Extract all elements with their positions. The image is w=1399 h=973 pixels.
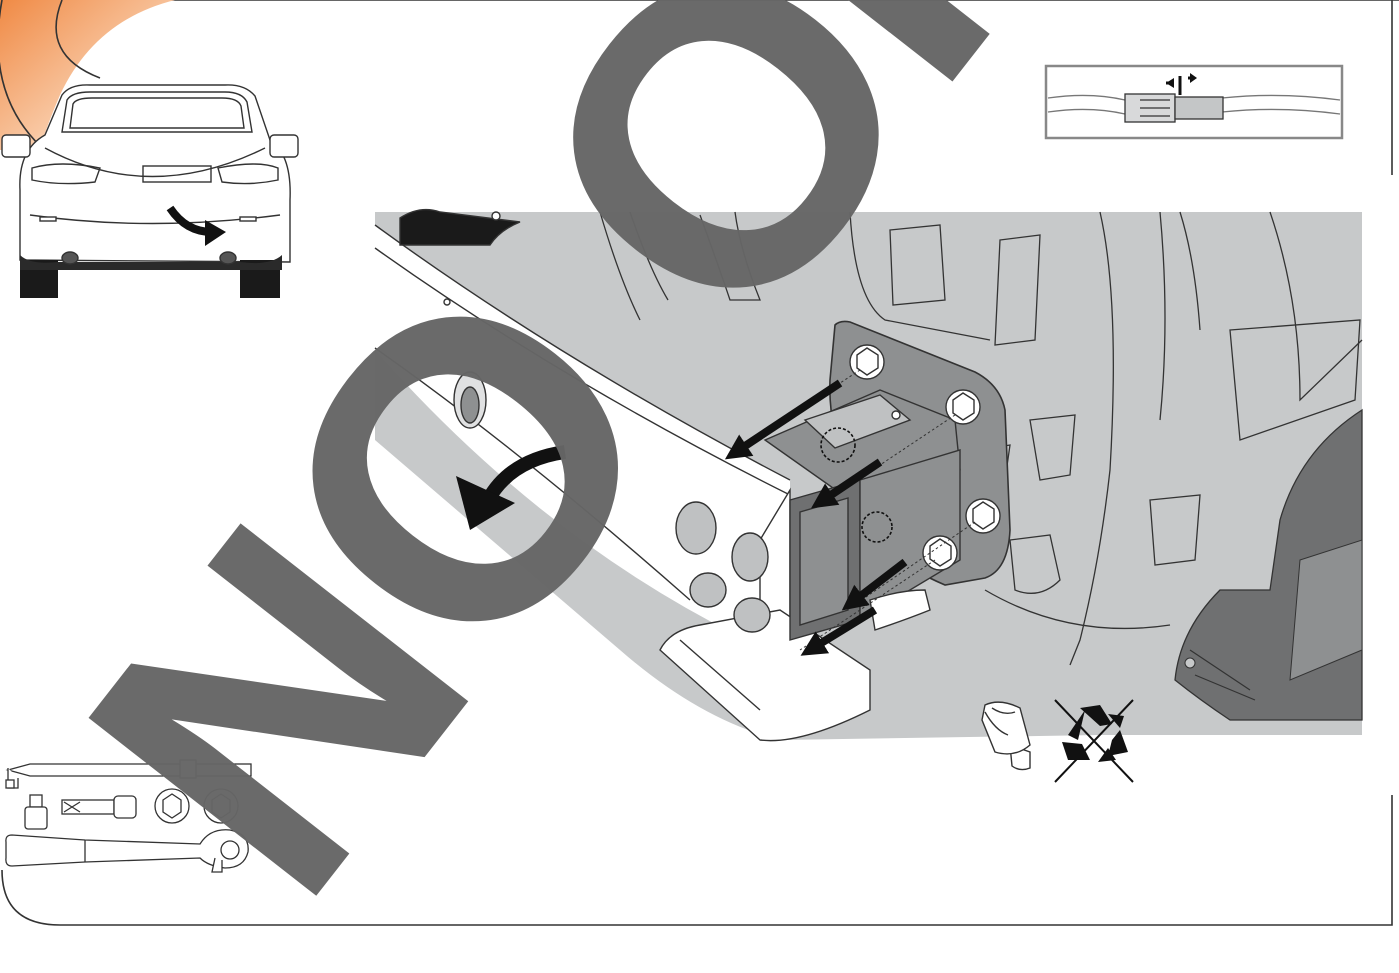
vehicle-body-lines bbox=[599, 211, 1363, 666]
bolt-icon bbox=[965, 498, 1001, 534]
torque-wrench-icon bbox=[5, 759, 252, 789]
curved-remove-arrow bbox=[456, 445, 567, 530]
bolt-icon bbox=[945, 389, 981, 425]
wire-connector-disconnect-icon bbox=[1044, 64, 1344, 140]
removal-arrows bbox=[724, 379, 908, 656]
hex-socket-icon bbox=[203, 788, 239, 824]
bolt-icon bbox=[922, 535, 958, 571]
no-recycle-icon bbox=[1054, 699, 1134, 783]
diagram-canvas bbox=[0, 0, 1399, 926]
bit-socket-icon bbox=[61, 795, 137, 819]
bolt-icon bbox=[849, 344, 885, 380]
car-pointer-arrow bbox=[166, 205, 226, 246]
main-scene bbox=[374, 208, 1363, 742]
mounting-bolts bbox=[849, 344, 1001, 571]
socket-adapter-icon bbox=[24, 794, 48, 830]
ratchet-icon bbox=[5, 829, 249, 873]
page-frame bbox=[0, 0, 1399, 926]
car-rear-view-icon bbox=[1, 84, 299, 298]
hex-socket-icon bbox=[154, 788, 190, 824]
bolt-icon bbox=[981, 701, 1031, 771]
tool-set-icon bbox=[5, 759, 252, 873]
